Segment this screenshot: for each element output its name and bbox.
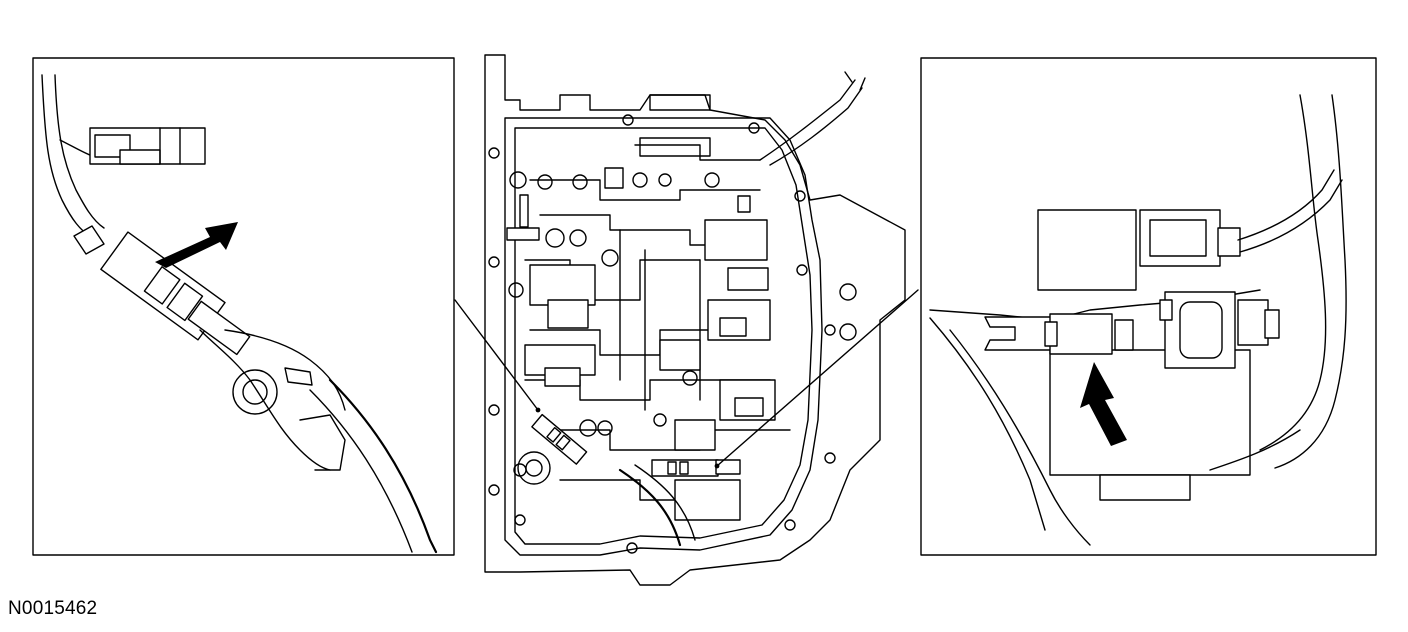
connector-icon — [100, 231, 251, 356]
connector-icon — [984, 313, 1134, 355]
connector-icon — [651, 459, 741, 477]
left-detail-panel — [32, 57, 455, 556]
wire-harness-icon — [618, 71, 866, 547]
connector-icon — [1139, 209, 1241, 267]
fluid-channels — [524, 144, 791, 501]
solenoid-block — [1037, 209, 1137, 291]
ports — [508, 171, 720, 477]
figure-code: N0015462 — [8, 598, 98, 619]
solenoid-blocks — [506, 167, 776, 521]
valve-body-icon — [484, 54, 906, 586]
left-panel-frame — [32, 57, 455, 556]
bolt-hole-icon — [232, 369, 278, 415]
arrow-icon — [1080, 362, 1127, 446]
center-main-panel — [454, 54, 919, 586]
right-detail-panel — [920, 57, 1377, 556]
arrow-icon — [155, 222, 238, 268]
bolt-hole-icon — [488, 114, 857, 554]
connector-icon — [531, 413, 588, 465]
connector-icon — [1159, 291, 1280, 369]
housing — [1049, 349, 1251, 476]
right-panel-frame — [920, 57, 1377, 556]
bracket — [199, 329, 346, 471]
wire-harness-icon — [1209, 94, 1347, 471]
connector-icon — [89, 127, 206, 165]
